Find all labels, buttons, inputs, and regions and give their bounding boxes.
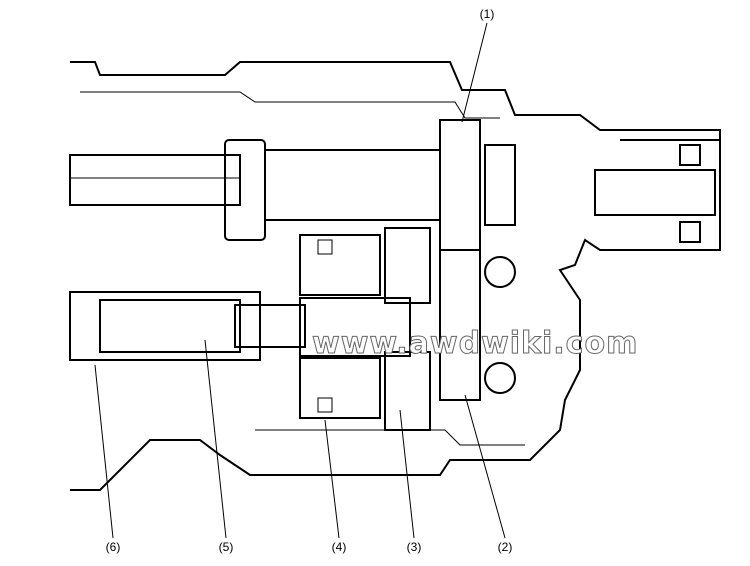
callout-6: (6) bbox=[105, 540, 121, 554]
input-shaft bbox=[69, 139, 441, 241]
front-drive-gear bbox=[439, 119, 516, 401]
output-shaft bbox=[69, 291, 411, 361]
callout-5: (5) bbox=[218, 540, 234, 554]
leader-lines bbox=[94, 22, 506, 539]
watermark: www.awdwiki.com bbox=[311, 326, 639, 362]
callout-2: (2) bbox=[497, 540, 513, 554]
front-output-flange bbox=[594, 139, 721, 251]
callout-4: (4) bbox=[331, 540, 347, 554]
differential bbox=[299, 227, 431, 431]
callout-3: (3) bbox=[406, 540, 422, 554]
callout-1: (1) bbox=[479, 7, 495, 21]
housing-outline bbox=[70, 61, 721, 491]
